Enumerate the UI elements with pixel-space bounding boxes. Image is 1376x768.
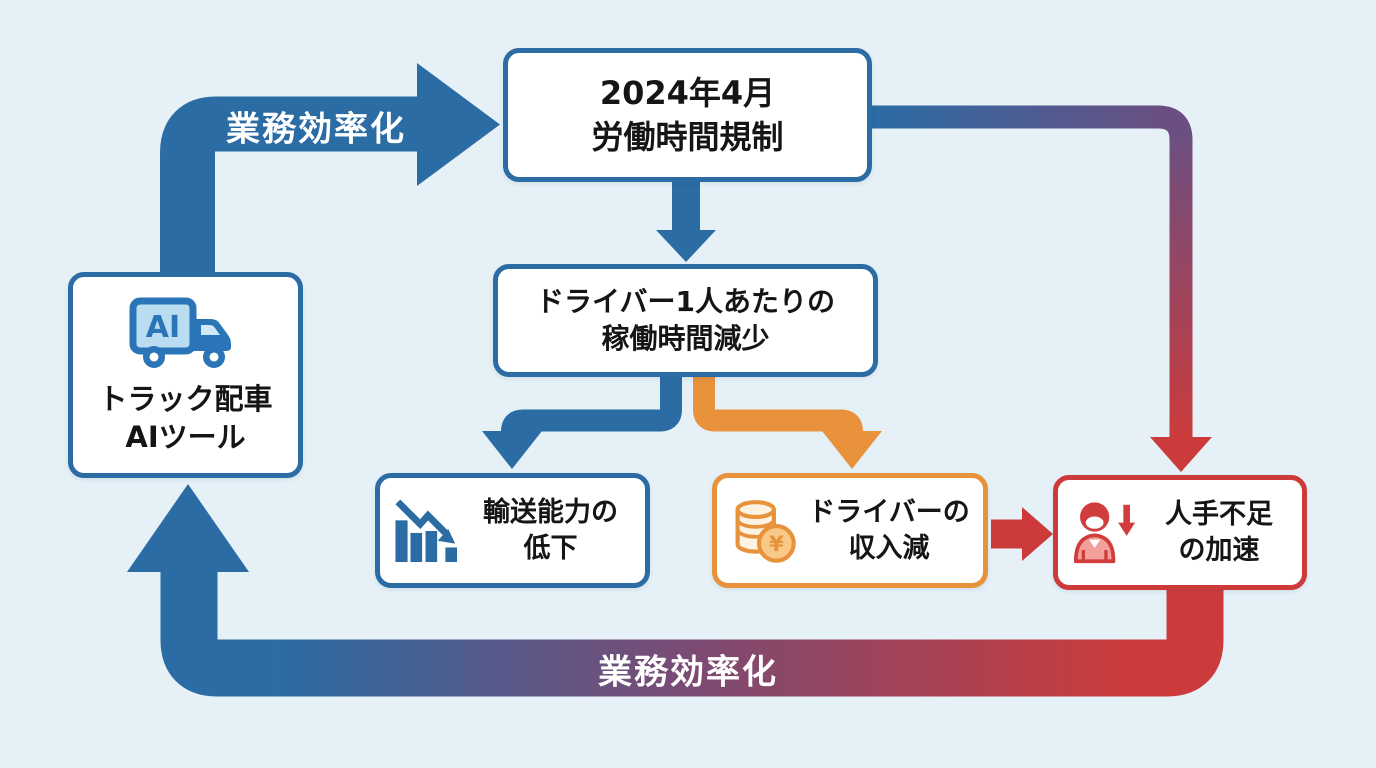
arrow-ai-to-regulation: [160, 63, 500, 292]
node-transport-capacity: 輸送能力の 低下: [375, 473, 650, 588]
yen-symbol: ¥: [769, 531, 784, 556]
node-ai-tool-line2: AIツール: [125, 420, 246, 454]
node-transport-capacity-line1: 輸送能力の: [483, 497, 618, 529]
arrow-regulation-to-hours: [656, 180, 716, 262]
node-ai-tool-line1: トラック配車: [98, 382, 273, 417]
node-driver-hours-line1: ドライバー1人あたりの: [536, 284, 835, 318]
efficiency-label-top: 業務効率化: [226, 109, 406, 150]
arrow-regulation-to-shortage: [870, 105, 1212, 472]
node-regulation-text: 2024年4月 労働時間規制: [591, 71, 783, 159]
yen-coins-icon: ¥: [735, 499, 796, 563]
node-driver-income-text: ドライバーの 収入減: [805, 495, 973, 565]
ai-truck-icon: AI: [129, 297, 231, 369]
node-ai-tool: AI トラック配車 AIツール: [68, 272, 303, 478]
node-labor-shortage-line1: 人手不足: [1165, 499, 1273, 531]
node-regulation: 2024年4月 労働時間規制: [503, 48, 872, 182]
ai-truck-label: AI: [145, 310, 179, 345]
node-regulation-line2: 労働時間規制: [591, 118, 784, 156]
node-transport-capacity-text: 輸送能力の 低下: [466, 495, 635, 565]
node-driver-hours-line2: 稼働時間減少: [601, 321, 770, 355]
efficiency-label-bottom: 業務効率化: [598, 652, 778, 693]
person-decline-icon: [1073, 501, 1136, 563]
node-labor-shortage-text: 人手不足 の加速: [1146, 497, 1292, 567]
node-ai-tool-text: トラック配車 AIツール: [98, 381, 272, 456]
node-labor-shortage: 人手不足 の加速: [1053, 475, 1307, 590]
arrow-shortage-to-ai: [127, 484, 1224, 697]
node-driver-income-line2: 収入減: [848, 532, 930, 564]
arrow-income-to-shortage: [991, 507, 1053, 561]
arrow-hours-to-income: [693, 375, 882, 469]
node-regulation-line1: 2024年4月: [599, 73, 776, 112]
declining-chart-icon: [395, 499, 458, 562]
node-driver-income-line1: ドライバーの: [808, 497, 970, 529]
arrow-hours-to-transport: [482, 375, 682, 469]
node-driver-hours: ドライバー1人あたりの 稼働時間減少: [493, 264, 878, 377]
node-transport-capacity-line2: 低下: [523, 532, 578, 564]
node-labor-shortage-line2: の加速: [1178, 534, 1260, 566]
node-driver-hours-text: ドライバー1人あたりの 稼働時間減少: [536, 284, 835, 358]
node-driver-income: ¥ ドライバーの 収入減: [712, 473, 988, 588]
